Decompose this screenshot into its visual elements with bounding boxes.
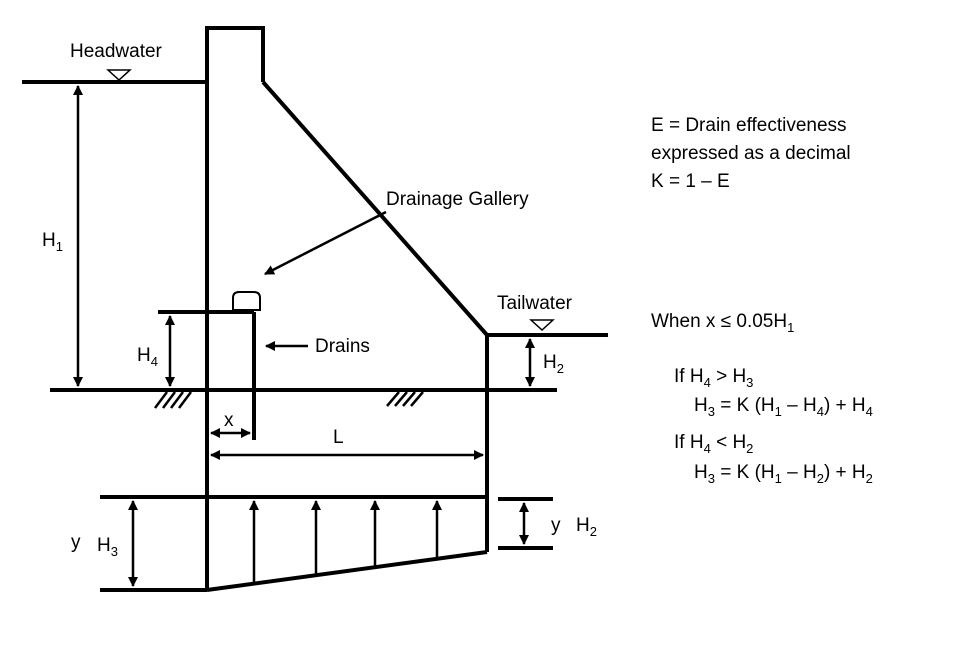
uplift-pressure-arrows — [249, 500, 442, 584]
y-right-label: y — [551, 515, 561, 536]
drainage-gallery-label: Drainage Gallery — [386, 189, 529, 210]
gallery-pointer-arrow — [264, 210, 387, 276]
L-label: L — [333, 427, 344, 448]
equation-2: H3 = K (H1 – H2) + H2 — [694, 462, 873, 486]
ground-hatch-left-icon — [154, 391, 192, 409]
h3-label: H3 — [97, 535, 118, 559]
note-decimal: expressed as a decimal — [651, 143, 851, 164]
tailwater-level-marker-icon — [529, 319, 555, 332]
condition-if-1: If H4 > H3 — [674, 366, 753, 390]
h4-label: H4 — [137, 345, 158, 369]
h2-uplift-label: H2 — [576, 515, 597, 539]
h2-label: H2 — [543, 352, 564, 376]
note-drain-effectiveness: E = Drain effectiveness — [651, 115, 847, 136]
drainage-gallery-icon — [232, 291, 261, 311]
tailwater-label: Tailwater — [497, 293, 573, 314]
ground-hatch-right-icon — [386, 391, 424, 407]
condition-if-2: If H4 < H2 — [674, 432, 753, 456]
uplift-sloped-base-line — [206, 550, 488, 592]
dam-outline — [205, 26, 489, 590]
x-label: x — [224, 410, 234, 431]
h1-label: H1 — [42, 230, 63, 254]
headwater-level-marker-icon — [106, 69, 132, 82]
headwater-label: Headwater — [70, 41, 163, 62]
note-k-formula: K = 1 – E — [651, 171, 730, 192]
condition-when: When x ≤ 0.05H1 — [651, 311, 794, 335]
equation-1: H3 = K (H1 – H4) + H4 — [694, 395, 873, 419]
drains-label: Drains — [315, 336, 370, 357]
y-left-label: y — [71, 532, 81, 553]
